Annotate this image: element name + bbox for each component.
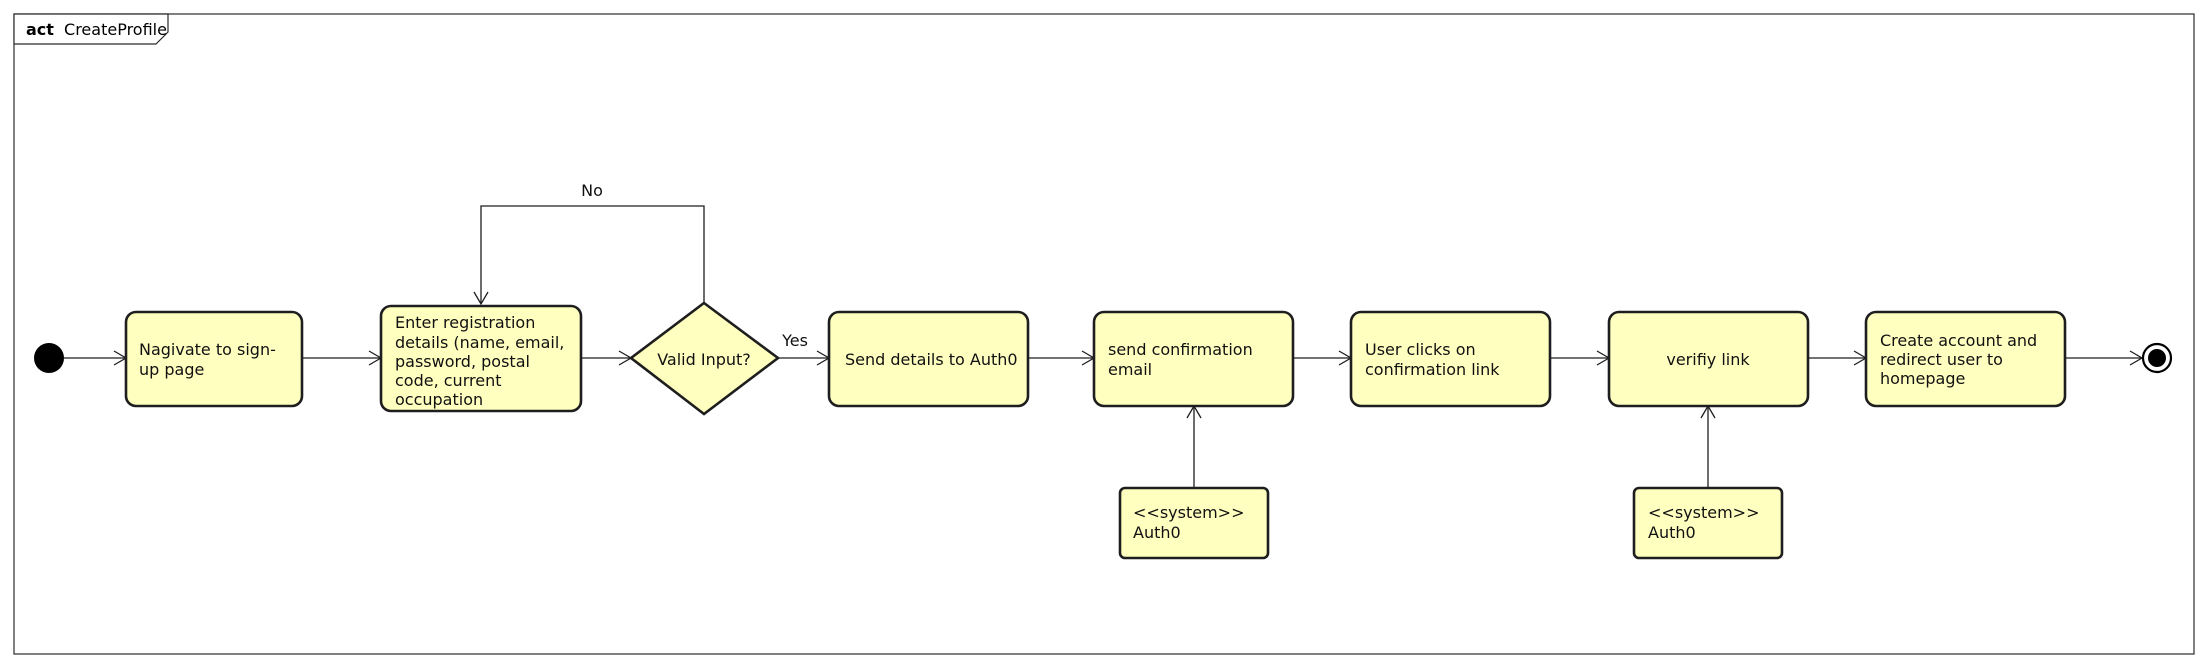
svg-text:Enter registration detai: Enter registration details (name, email,… bbox=[395, 313, 569, 409]
action-enter-details-line: code, current bbox=[395, 371, 501, 390]
decision-valid-input: Valid Input? bbox=[628, 301, 781, 416]
decision-label: Valid Input? bbox=[657, 350, 751, 369]
system-auth0-1-line: Auth0 bbox=[1133, 523, 1181, 542]
final-node bbox=[2141, 342, 2173, 374]
action-enter-details-line: occupation bbox=[395, 390, 483, 409]
svg-text:send confirmation email: send confirmation email bbox=[1108, 340, 1258, 379]
action-send-details-line: Send details to Auth0 bbox=[845, 350, 1018, 369]
action-send-email-line: send confirmation bbox=[1108, 340, 1253, 359]
action-user-clicks: User clicks on confirmation link bbox=[1349, 310, 1552, 408]
frame-name: CreateProfile bbox=[64, 20, 167, 39]
system-auth0-2: <<system>> Auth0 bbox=[1632, 486, 1784, 560]
action-navigate-line: up page bbox=[139, 360, 204, 379]
system-auth0-2-line: <<system>> bbox=[1648, 503, 1759, 522]
svg-text:Create account and redir: Create account and redirect user to home… bbox=[1880, 331, 2042, 388]
system-auth0-1: <<system>> Auth0 bbox=[1118, 486, 1270, 560]
frame-tab bbox=[13, 13, 169, 45]
action-enter-details-line: password, postal bbox=[395, 352, 530, 371]
initial-node bbox=[34, 343, 64, 373]
action-verify-link: verifiy link bbox=[1607, 310, 1810, 408]
action-navigate-line: Nagivate to sign- bbox=[139, 340, 276, 359]
diagram-frame bbox=[13, 13, 2195, 655]
action-enter-details-line: details (name, email, bbox=[395, 333, 564, 352]
flow-decision-no bbox=[480, 205, 705, 304]
svg-text:Send details to Auth0: Send details to Auth0 bbox=[845, 350, 1018, 369]
action-create-account-line: Create account and bbox=[1880, 331, 2037, 350]
system-auth0-2-line: Auth0 bbox=[1648, 523, 1696, 542]
action-verify-link-line: verifiy link bbox=[1666, 350, 1750, 369]
action-create-account-line: redirect user to bbox=[1880, 350, 2003, 369]
frame-keyword: act bbox=[26, 20, 54, 39]
action-user-clicks-line: User clicks on bbox=[1365, 340, 1476, 359]
svg-text:Nagivate to sign- up pag: Nagivate to sign- up page bbox=[139, 340, 281, 379]
svg-text:verifiy link: verifiy link bbox=[1666, 350, 1750, 369]
action-send-email-line: email bbox=[1108, 360, 1152, 379]
action-enter-details: Enter registration details (name, email,… bbox=[379, 304, 583, 413]
frame-title: act CreateProfile bbox=[26, 20, 167, 39]
action-navigate: Nagivate to sign- up page bbox=[124, 310, 304, 408]
svg-text:<<system>> Auth0: <<system>> Auth0 bbox=[1133, 503, 1250, 542]
guard-yes: Yes bbox=[781, 331, 808, 350]
action-create-account-line: homepage bbox=[1880, 369, 1965, 388]
action-user-clicks-line: confirmation link bbox=[1365, 360, 1500, 379]
action-send-details: Send details to Auth0 bbox=[827, 310, 1030, 408]
guard-no: No bbox=[581, 181, 603, 200]
action-create-account: Create account and redirect user to home… bbox=[1864, 310, 2067, 408]
svg-text:<<system>> Auth0: <<system>> Auth0 bbox=[1648, 503, 1765, 542]
system-auth0-1-line: <<system>> bbox=[1133, 503, 1244, 522]
svg-text:User clicks on confirmat: User clicks on confirmation link bbox=[1365, 340, 1500, 379]
action-send-email: send confirmation email bbox=[1092, 310, 1295, 408]
action-enter-details-line: Enter registration bbox=[395, 313, 535, 332]
